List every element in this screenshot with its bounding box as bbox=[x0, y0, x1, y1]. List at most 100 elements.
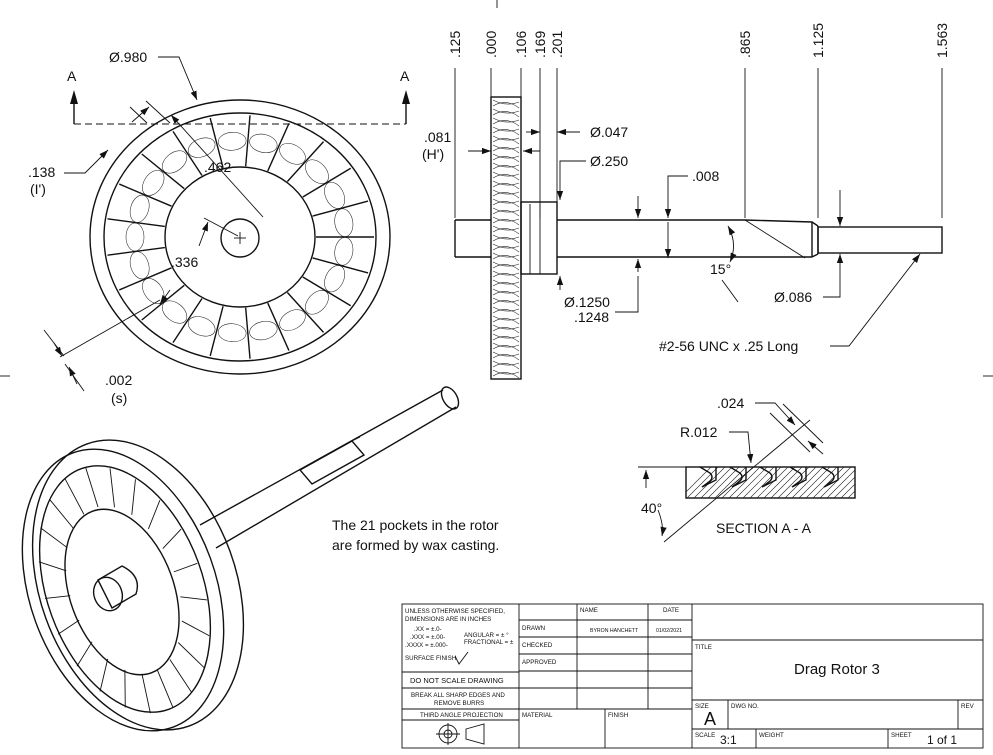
section-body bbox=[685, 466, 856, 499]
svg-text:(I'): (I') bbox=[30, 181, 46, 197]
section-hatch-line bbox=[777, 466, 810, 499]
svg-text:FINISH: FINISH bbox=[608, 712, 628, 719]
iso-pocket-vane bbox=[99, 658, 109, 692]
disc-hatch bbox=[492, 129, 520, 136]
disc-hatch bbox=[492, 252, 520, 258]
svg-text:.1248: .1248 bbox=[574, 309, 609, 325]
disc-hatch bbox=[492, 327, 520, 334]
pocket bbox=[129, 251, 150, 280]
dim-rotor-diameter: Ø.980 bbox=[109, 49, 198, 101]
svg-text:DWG NO.: DWG NO. bbox=[731, 703, 759, 710]
disc-hatch bbox=[492, 99, 520, 105]
iso-pocket-vane bbox=[131, 479, 136, 515]
disc-hatch bbox=[492, 180, 520, 186]
svg-text:ANGULAR = ± °: ANGULAR = ± ° bbox=[464, 632, 509, 639]
disc-hatch bbox=[492, 264, 520, 271]
disc-hatch bbox=[492, 201, 520, 208]
iso-pocket-vane bbox=[156, 669, 174, 709]
pocket-divider bbox=[107, 218, 165, 228]
disc-hatch bbox=[492, 345, 520, 352]
disc-hatch bbox=[492, 189, 520, 195]
svg-text:are formed by wax casting.: are formed by wax casting. bbox=[332, 537, 499, 553]
dim-dia-250: Ø.250 bbox=[556, 153, 628, 290]
svg-text:DIMENSIONS ARE IN INCHES: DIMENSIONS ARE IN INCHES bbox=[405, 616, 491, 623]
svg-text:SURFACE FINISH: SURFACE FINISH bbox=[405, 655, 456, 662]
disc-hatch bbox=[492, 183, 520, 190]
disc-hatch bbox=[492, 153, 520, 159]
svg-text:Ø.250: Ø.250 bbox=[590, 153, 628, 169]
pocket bbox=[279, 309, 306, 331]
pocket bbox=[217, 323, 247, 343]
iso-pocket-vane bbox=[49, 498, 74, 529]
section-hatch-line bbox=[819, 466, 852, 499]
disc-hatch bbox=[492, 192, 520, 199]
disc-hatch bbox=[492, 165, 520, 172]
dim-angle-15: 15° bbox=[710, 219, 806, 303]
disc-hatch bbox=[492, 297, 520, 303]
svg-text:APPROVED: APPROVED bbox=[522, 659, 557, 666]
pocket-divider bbox=[209, 117, 224, 168]
section-pocket bbox=[759, 466, 777, 488]
pocket-divider bbox=[244, 115, 251, 167]
dim-radius-336: .336 bbox=[159, 221, 209, 305]
pocket bbox=[249, 321, 278, 341]
svg-text:SIZE: SIZE bbox=[695, 703, 709, 710]
disc-hatch bbox=[492, 246, 520, 253]
thread-note: #2-56 UNC x .25 Long bbox=[659, 253, 921, 354]
pocket-divider bbox=[244, 307, 251, 359]
svg-text:Ø.086: Ø.086 bbox=[774, 289, 812, 305]
iso-pocket-vane bbox=[40, 527, 68, 549]
pocket-divider bbox=[267, 302, 290, 351]
iso-pocket-vane bbox=[162, 528, 182, 549]
section-hatch-line bbox=[714, 466, 747, 499]
top-dim-label: .106 bbox=[513, 31, 529, 58]
svg-text:.336: .336 bbox=[171, 254, 198, 270]
svg-text:40°: 40° bbox=[641, 500, 662, 516]
pocket bbox=[324, 265, 346, 293]
disc-hatch bbox=[492, 261, 520, 267]
svg-text:REMOVE BURRS: REMOVE BURRS bbox=[434, 700, 484, 707]
drawing-title: Drag Rotor 3 bbox=[794, 661, 880, 678]
svg-text:R.012: R.012 bbox=[680, 424, 718, 440]
disc-hatch bbox=[492, 351, 520, 357]
top-dim-label: 1.125 bbox=[810, 23, 826, 58]
dim-h: .081 (H') bbox=[422, 129, 540, 162]
pocket bbox=[305, 159, 329, 184]
dim-dia-086: Ø.086 bbox=[774, 190, 844, 305]
section-a-a: 40° .024 R.012 SECTION A - A bbox=[638, 395, 856, 543]
rotor-outer-rim bbox=[89, 99, 391, 375]
disc-hatch bbox=[492, 324, 520, 330]
disc-hatch bbox=[492, 306, 520, 312]
surface-finish-icon bbox=[454, 651, 469, 665]
svg-text:A: A bbox=[704, 709, 716, 729]
disc-hatch bbox=[492, 117, 520, 123]
section-pocket bbox=[729, 466, 747, 488]
disc-hatch bbox=[492, 219, 520, 226]
pocket bbox=[187, 316, 216, 337]
iso-pocket-vane bbox=[64, 478, 85, 515]
pocket bbox=[334, 208, 354, 237]
dim-shaft-dia: Ø.1250 .1248 bbox=[564, 276, 639, 325]
svg-text:TITLE: TITLE bbox=[695, 644, 712, 651]
rotor-inner-rim bbox=[103, 112, 377, 362]
svg-text:DATE: DATE bbox=[663, 607, 679, 614]
disc-hatch bbox=[492, 198, 520, 204]
front-view: A A Ø.980 .138 (I') .462 .336 bbox=[28, 49, 410, 406]
svg-text:SECTION A - A: SECTION A - A bbox=[716, 520, 812, 536]
disc-hatch bbox=[492, 270, 520, 276]
iso-pocket-vane bbox=[180, 596, 207, 601]
pocket bbox=[161, 150, 188, 174]
pocket-divider bbox=[286, 141, 325, 182]
dim-radius-462: .462 bbox=[170, 114, 264, 237]
iso-rim-back bbox=[31, 439, 245, 731]
disc-hatch bbox=[492, 162, 520, 168]
disc-hatch bbox=[492, 147, 520, 154]
section-hatch-line bbox=[728, 466, 761, 499]
svg-text:.XXX = ±.00-: .XXX = ±.00- bbox=[410, 634, 445, 641]
svg-text:.024: .024 bbox=[717, 395, 744, 411]
pocket bbox=[305, 290, 329, 315]
svg-text:NAME: NAME bbox=[580, 607, 598, 614]
top-dim-label: 1.563 bbox=[934, 23, 950, 58]
iso-pocket-vane bbox=[141, 673, 151, 714]
